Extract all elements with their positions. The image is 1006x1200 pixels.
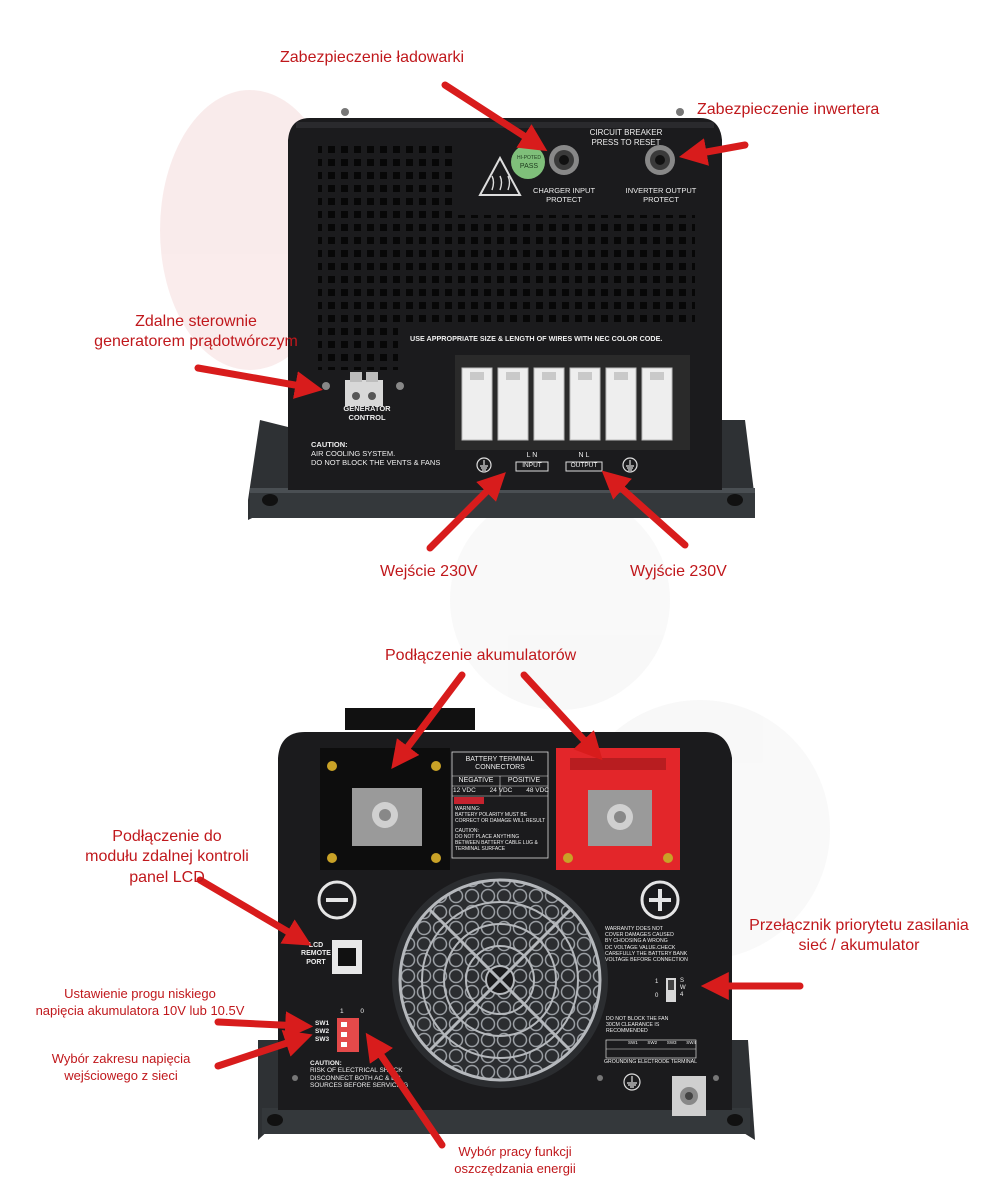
inverter-breaker-button[interactable] — [645, 145, 675, 175]
switch-labels: SW1 SW2 SW3 — [315, 1020, 330, 1044]
switch-position-labels: 1 0 — [340, 1008, 364, 1015]
lcd-port-label: LCD REMOTE PORT — [301, 942, 331, 966]
output-label: OUTPUT — [570, 462, 598, 469]
inverter-output-protect-label: INVERTER OUTPUT PROTECT — [625, 186, 697, 205]
grounding-label: GROUNDING ELECTRODE TERMINAL — [604, 1059, 698, 1065]
input-label: INPUT — [522, 462, 542, 469]
back-caution-text: CAUTION: RISK OF ELECTRICAL SHOCK DISCON… — [310, 1060, 409, 1090]
callout-priority-switch: Przełącznik priorytetu zasilania sieć / … — [749, 917, 969, 955]
voltage-options: 12 VDC 24 VDC 48 VDC — [453, 787, 549, 794]
front-caution-text: CAUTION: AIR COOLING SYSTEM. DO NOT BLOC… — [311, 440, 441, 467]
callout-charger-protection: Zabezpieczenie ładowarki — [280, 49, 465, 66]
hipot-sticker — [511, 145, 545, 179]
positive-battery-terminal[interactable] — [556, 748, 680, 870]
minus-icon — [317, 880, 357, 920]
hot-surface-icon — [478, 155, 522, 196]
callout-battery-connection: Podłączenie akumulatorów — [385, 647, 577, 664]
battery-warning-text: WARNING: BATTERY POLARITY MUST BE CORREC… — [455, 806, 546, 824]
battery-info-label — [451, 751, 549, 859]
callout-generator-remote: Zdalne sterownie generatorem prądotwórcz… — [94, 313, 298, 351]
priority-switch-letters: S W 4 — [680, 978, 686, 998]
callout-input-voltage-range: Wybór zakresu napięcia wejściowego z sie… — [51, 1051, 191, 1083]
plus-icon — [640, 880, 680, 920]
lcd-remote-port[interactable] — [332, 940, 362, 974]
generator-control-connector[interactable] — [345, 372, 383, 406]
warranty-text: WARRANTY DOES NOT COVER DAMAGES CAUSED B… — [605, 926, 688, 964]
grounding-terminal[interactable] — [672, 1076, 706, 1116]
inverter-back-photo — [258, 708, 755, 1140]
ground-icon-back — [623, 1073, 641, 1091]
battery-caution-text: CAUTION: DO NOT PLACE ANYTHING BETWEEN B… — [455, 828, 538, 852]
inverter-front-photo — [248, 108, 755, 520]
generator-control-label: GENERATOR CONTROL — [343, 404, 391, 423]
output-terminal-letters: N L — [578, 452, 590, 459]
priority-switch-positions: 1 0 — [655, 979, 659, 1000]
charger-breaker-button[interactable] — [549, 145, 579, 175]
hipot-sticker-text: HI-POTED PASS — [517, 155, 541, 170]
charger-input-protect-label: CHARGER INPUT PROTECT — [532, 186, 596, 205]
negative-label: NEGATIVE — [458, 777, 494, 784]
callout-energy-saving: Wybór pracy funkcji oszczędzania energii — [454, 1144, 576, 1176]
callout-inverter-protection: Zabezpieczenie inwertera — [697, 101, 880, 118]
negative-battery-terminal[interactable] — [320, 748, 450, 870]
positive-label: POSITIVE — [507, 777, 541, 784]
callout-low-voltage-threshold: Ustawienie progu niskiego napięcia akumu… — [35, 986, 245, 1018]
wire-note: USE APPROPRIATE SIZE & LENGTH OF WIRES W… — [410, 334, 663, 343]
callout-lcd-module: Podłączenie do modułu zdalnej kontroli p… — [85, 828, 249, 886]
circuit-breaker-title: CIRCUIT BREAKER PRESS TO RESET — [589, 128, 663, 147]
callout-input-230: Wejście 230V — [380, 563, 478, 580]
dip-switch[interactable] — [337, 1018, 359, 1052]
input-terminal-letters: L N — [526, 452, 538, 459]
fan-clearance-note: DO NOT BLOCK THE FAN 30CM CLEARANCE IS R… — [606, 1016, 669, 1035]
cooling-fan — [392, 872, 608, 1088]
front-vents-right — [380, 215, 695, 325]
ground-icon — [476, 457, 638, 473]
battery-table-title: BATTERY TERMINAL CONNECTORS — [465, 756, 535, 772]
sw-table-headers: SW1 SW2 SW3 SW4 — [628, 1040, 696, 1045]
priority-switch[interactable] — [666, 978, 676, 1002]
callout-output-230: Wyjście 230V — [630, 563, 727, 580]
